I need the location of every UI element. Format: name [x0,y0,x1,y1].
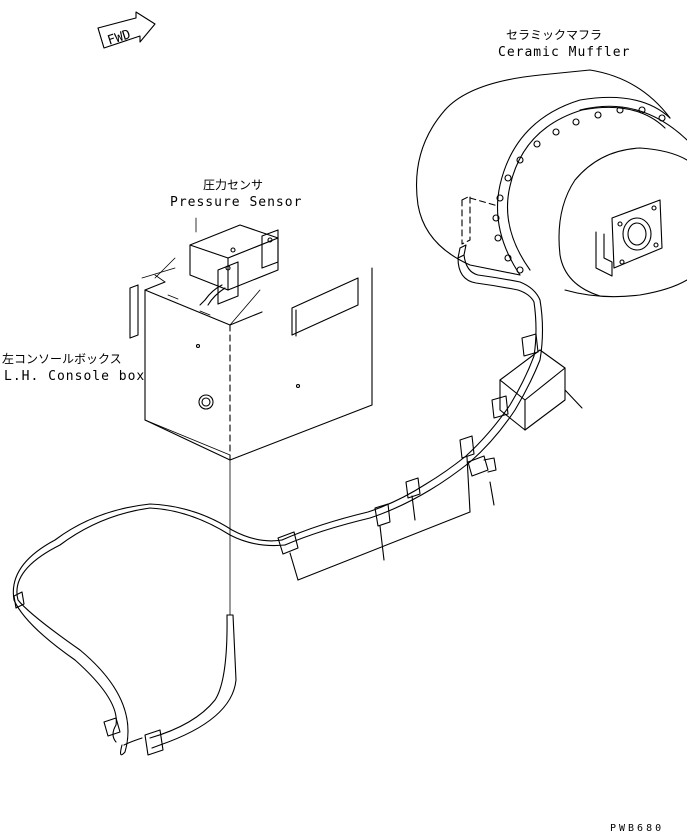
fwd-arrow-icon: FWD [97,11,156,49]
bolt [467,455,497,506]
sensor-hose [123,614,237,756]
sensor-label-en: Pressure Sensor [170,195,303,210]
sensor-pipe [12,244,544,756]
fwd-text: FWD [106,27,133,49]
muffler-label-jp: セラミックマフラ [506,28,603,42]
console-label-jp: 左コンソールボックス [2,352,122,366]
pressure-sensor [189,224,279,306]
ceramic-muffler [415,69,687,298]
drawing-code: PWB680 [610,823,665,834]
console-box [129,267,373,461]
mounting-bracket [499,349,583,431]
console-label-en: L.H. Console box [4,369,146,384]
pipe-clamps [277,333,539,581]
muffler-label-en: Ceramic Muffler [498,45,631,60]
console-leader-line [154,257,176,279]
sensor-label-jp: 圧力センサ [203,178,264,192]
